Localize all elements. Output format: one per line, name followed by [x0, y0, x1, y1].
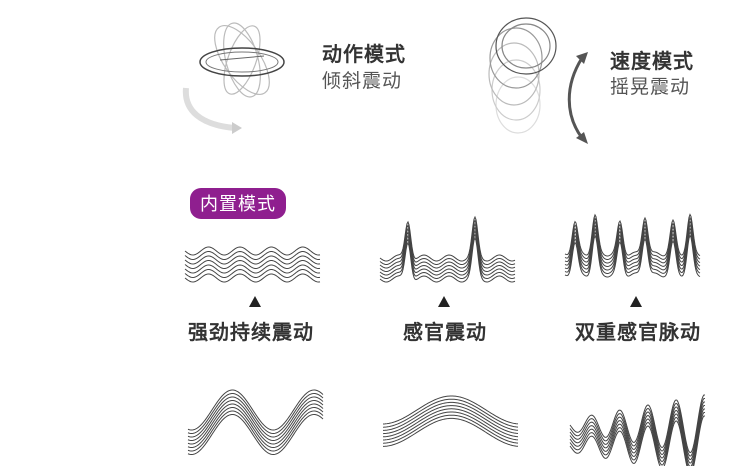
speed-mode-title: 速度模式	[610, 49, 694, 73]
wave-line	[379, 215, 516, 262]
wave-line	[184, 264, 321, 274]
wave-line	[382, 398, 519, 428]
wave-line	[564, 230, 701, 274]
wave-line	[569, 415, 706, 466]
wave-line	[379, 236, 516, 283]
wave-strong-continuous	[184, 246, 321, 283]
wave-line	[187, 413, 324, 456]
motion-mode-title: 动作模式	[322, 42, 406, 66]
wave-line	[382, 411, 519, 441]
wave-line	[569, 397, 706, 457]
wave-line	[187, 403, 324, 445]
wave-line	[382, 395, 519, 425]
wave-line	[184, 273, 321, 283]
wave-rising-pulse	[569, 394, 706, 466]
wave-line	[564, 220, 701, 264]
wave-line	[564, 227, 701, 271]
pointer-arrow-2	[438, 296, 450, 307]
wave-line	[379, 233, 516, 280]
wave-line	[569, 408, 706, 466]
wave-line	[569, 401, 706, 461]
wave-line	[184, 268, 321, 279]
wave-line	[564, 234, 701, 278]
wave-line	[379, 229, 516, 276]
motion-mode-subtitle: 倾斜震动	[322, 70, 403, 92]
wave-line	[184, 250, 321, 261]
wave-line	[569, 404, 706, 464]
pattern-label-sensory: 感官震动	[403, 320, 487, 344]
wave-line	[564, 223, 701, 267]
pointer-arrow-3	[630, 296, 642, 307]
wave-line	[187, 410, 324, 452]
wave-large-slow	[187, 389, 324, 456]
pattern-label-dual: 双重感官脉动	[575, 320, 701, 344]
pointer-arrow-1	[249, 296, 261, 307]
wave-line	[187, 392, 324, 435]
wave-line	[382, 408, 519, 438]
wave-line	[379, 219, 516, 266]
wave-line	[564, 216, 701, 260]
wave-dual-pulse	[564, 213, 701, 278]
wave-line	[184, 259, 321, 270]
wave-line	[187, 389, 324, 431]
wave-line	[379, 226, 516, 273]
wave-line	[382, 414, 519, 444]
tilt-device-illustration	[182, 22, 285, 134]
shake-device-illustration	[488, 17, 588, 144]
wave-line	[187, 396, 324, 438]
wave-line	[569, 394, 706, 454]
wave-line	[184, 255, 321, 265]
wave-line	[382, 417, 519, 447]
wave-line	[569, 411, 706, 466]
pattern-label-strong: 强劲持续震动	[188, 320, 314, 344]
wave-line	[379, 222, 516, 269]
speed-mode-subtitle: 摇晃震动	[610, 76, 691, 98]
wave-sensory	[379, 215, 516, 283]
builtin-mode-badge: 内置模式	[190, 188, 286, 219]
wave-line	[187, 399, 324, 442]
wave-line	[382, 401, 519, 431]
wave-line	[184, 246, 321, 256]
wave-line	[187, 406, 324, 449]
wave-line	[382, 405, 519, 435]
wave-line	[564, 213, 701, 257]
wave-gentle	[382, 395, 519, 447]
